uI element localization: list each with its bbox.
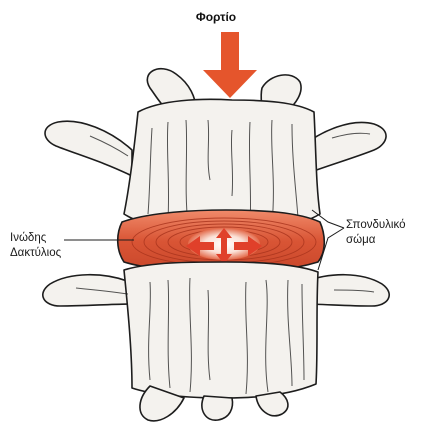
vertebral-body-label: Σπονδυλικό σώμα (346, 218, 432, 248)
upper-vertebra (45, 69, 386, 232)
body-label-line1: Σπονδυλικό (346, 218, 432, 233)
annulus-label: Ινώδης Δακτύλιος (10, 231, 90, 261)
load-arrow (203, 32, 257, 98)
load-label: Φορτίο (0, 10, 432, 25)
lower-vertebra (43, 262, 389, 421)
annulus-label-line2: Δακτύλιος (10, 246, 90, 261)
annulus-label-line1: Ινώδης (10, 231, 90, 246)
body-label-line2: σώμα (346, 233, 432, 248)
